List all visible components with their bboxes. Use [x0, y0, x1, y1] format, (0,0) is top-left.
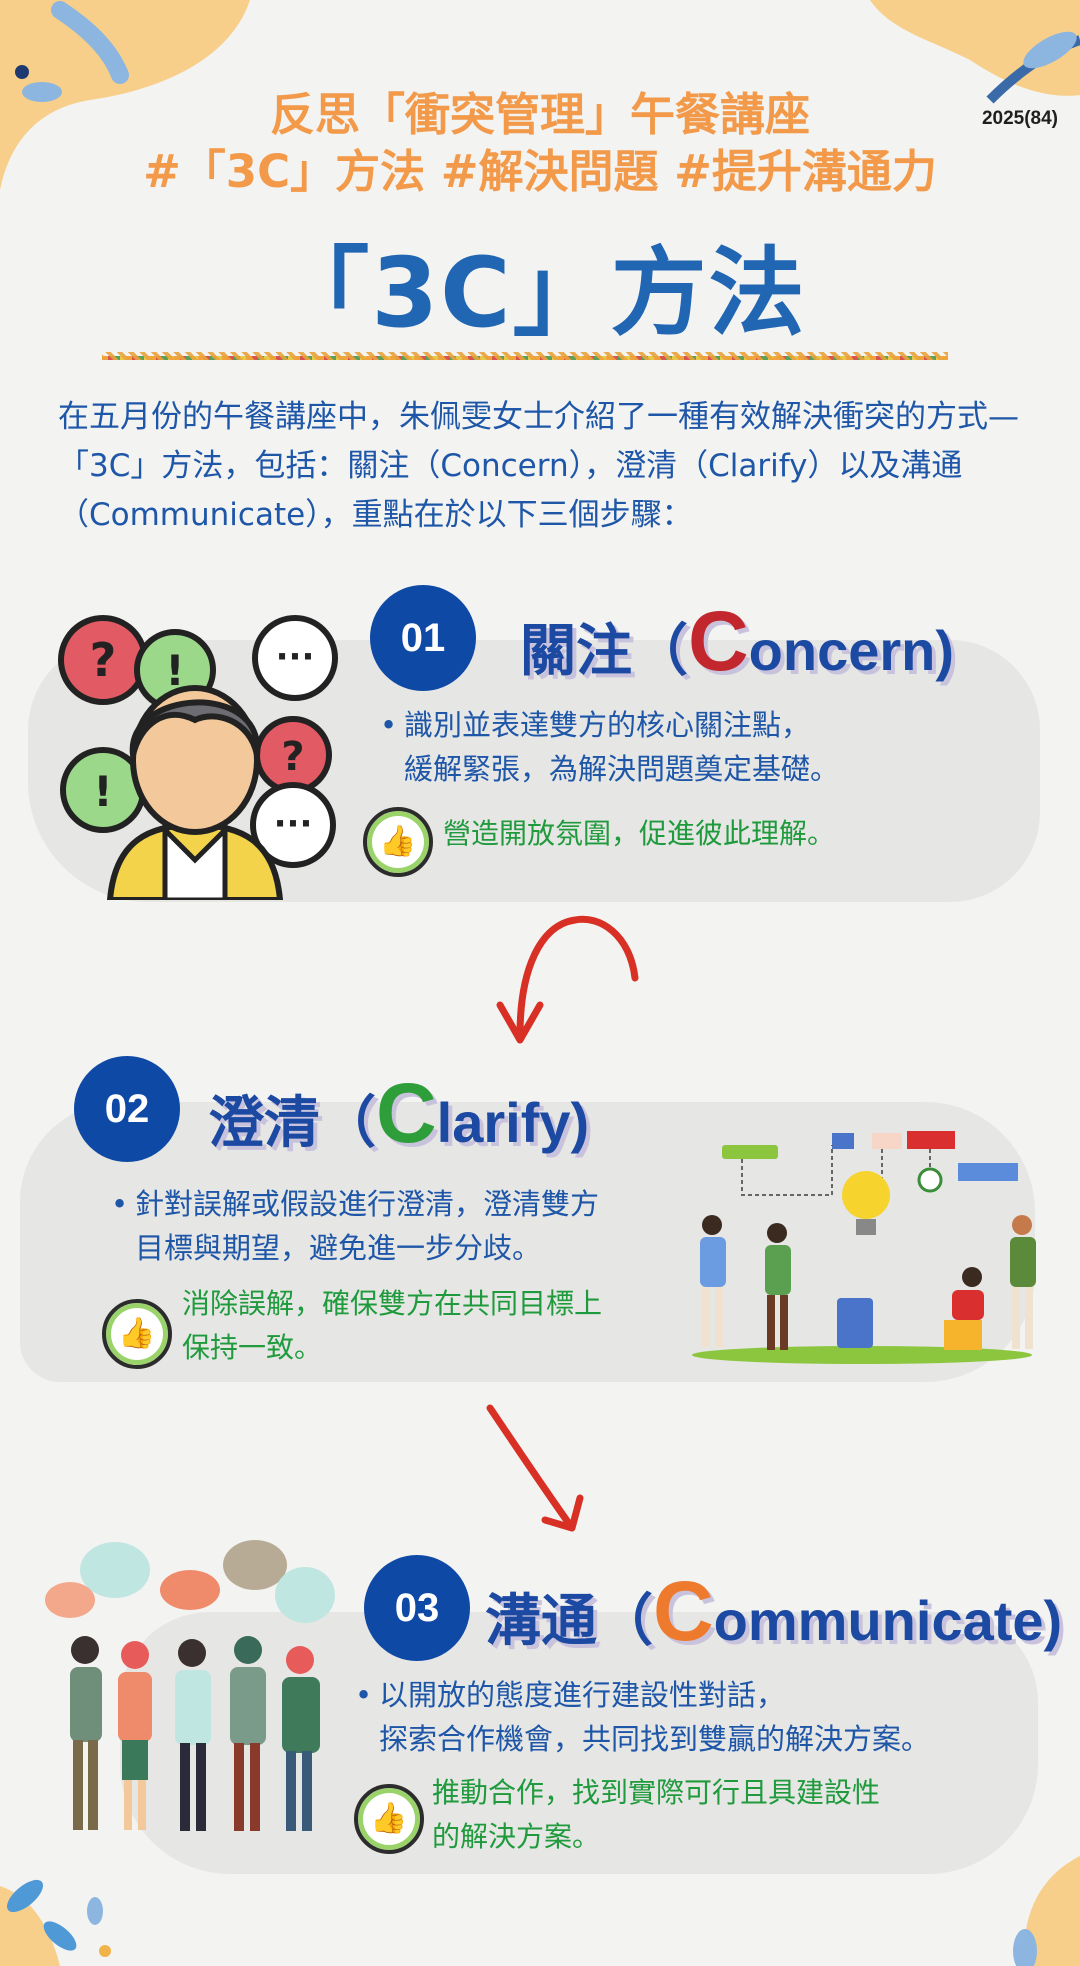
- thumbs-up-icon: 👍: [102, 1299, 172, 1369]
- step-1-tip-line-1: 營造開放氛圍，促進彼此理解。: [443, 817, 836, 850]
- step-2-title-rest: larify): [436, 1091, 590, 1154]
- step-2-title: 澄清（Clarify): [208, 1071, 590, 1159]
- bullet-dot: •: [380, 708, 398, 742]
- svg-text:!: !: [165, 646, 184, 695]
- svg-text:···: ···: [276, 637, 315, 677]
- step-1-title: 關注（Concern): [520, 599, 955, 687]
- svg-text:!: !: [93, 767, 112, 816]
- speech-bubble-icon: [80, 1542, 150, 1598]
- svg-text:···: ···: [274, 804, 313, 844]
- step-3-tip-line-1: 推動合作，找到實際可行且具建設性: [432, 1776, 881, 1809]
- intro-paragraph: 在五月份的午餐講座中，朱佩雯女士介紹了一種有效解決衝突的方式—「3C」方法，包括…: [58, 399, 1019, 533]
- step-2-tip-line-1: 消除誤解，確保雙方在共同目標上: [182, 1287, 603, 1320]
- step-1-illustration: ? ! ··· ? ! ···: [58, 615, 338, 900]
- ellipsis-bubble-icon-2: [250, 782, 336, 868]
- step-3-bullet-line-1: 以開放的態度進行建設性對話，: [379, 1678, 786, 1712]
- thumbs-up-icon: 👍: [363, 807, 433, 877]
- step-2-bullet: • 針對誤解或假設進行澄清，澄清雙方 目標與期望，避免進一步分歧。: [111, 1182, 600, 1270]
- header-line-1: 反思「衝突管理」午餐講座: [269, 88, 810, 141]
- arrow-icon: [496, 915, 639, 1044]
- step-1-bullet: • 識別並表達雙方的核心關注點， 緩解緊張，為解決問題奠定基礎。: [380, 703, 840, 791]
- step-3-tip: 推動合作，找到實際可行且具建設性 的解決方案。: [432, 1771, 880, 1859]
- step-1-title-cap: C: [688, 594, 749, 688]
- bullet-dot: •: [111, 1187, 129, 1221]
- step-2-bullet-line-2: 目標與期望，避免進一步分歧。: [135, 1231, 542, 1265]
- svg-text:?: ?: [281, 734, 304, 780]
- issue-number: 2025(84): [981, 108, 1058, 129]
- step-3-panel: [120, 1612, 1038, 1874]
- main-title: 「3C」方法: [273, 237, 807, 349]
- arrow-icon-2: [486, 1404, 584, 1532]
- step-2-bullet-line-1: 針對誤解或假設進行澄清，澄清雙方: [135, 1187, 600, 1221]
- step-3-bullet: • 以開放的態度進行建設性對話， 探索合作機會，共同找到雙贏的解決方案。: [355, 1673, 931, 1761]
- step-3-title-rest: ommunicate): [713, 1589, 1063, 1652]
- step-3-tip-line-2: 的解決方案。: [432, 1820, 601, 1853]
- corner-decoration-top-right: [870, 0, 1080, 104]
- step-2-tip: 消除誤解，確保雙方在共同目標上 保持一致。: [182, 1282, 602, 1370]
- step-2-tip-line-2: 保持一致。: [182, 1331, 323, 1364]
- corner-decoration-bottom-right: [1013, 1856, 1080, 1966]
- step-1-tip: 營造開放氛圍，促進彼此理解。: [443, 812, 835, 856]
- decorative-divider-pattern: [102, 352, 948, 360]
- step-1-number-badge: 01: [370, 585, 476, 691]
- step-1-title-rest: oncern): [748, 619, 955, 682]
- step-3-bullet-line-2: 探索合作機會，共同找到雙贏的解決方案。: [379, 1722, 931, 1756]
- step-2-number-badge: 02: [74, 1056, 180, 1162]
- step-1-bullet-line-1: 識別並表達雙方的核心關注點，: [404, 708, 811, 742]
- step-2-title-cap: C: [376, 1066, 437, 1160]
- svg-text:?: ?: [90, 633, 117, 687]
- step-3-title-zh: 溝通（: [485, 1589, 653, 1654]
- lightbulb-icon: [842, 1171, 890, 1219]
- step-1-bullet-line-2: 緩解緊張，為解決問題奠定基礎。: [404, 752, 840, 786]
- step-3-title-cap: C: [653, 1564, 714, 1658]
- step-3-title: 溝通（Communicate): [485, 1569, 1063, 1657]
- step-2-illustration: [692, 1131, 1036, 1364]
- ellipsis-bubble-icon: [252, 615, 338, 701]
- clock-icon: [917, 1167, 943, 1193]
- step-3-number-badge: 03: [364, 1555, 470, 1661]
- corner-decoration-top-left: [0, 0, 250, 190]
- header-line-2: #「3C」方法 #解決問題 #提升溝通力: [143, 145, 937, 198]
- thumbs-up-icon: 👍: [354, 1784, 424, 1854]
- step-1-title-zh: 關注（: [520, 619, 688, 684]
- step-2-title-zh: 澄清（: [208, 1091, 376, 1156]
- step-3-illustration: [45, 1540, 335, 1831]
- corner-decoration-bottom-left: [0, 1879, 111, 1966]
- bullet-dot: •: [355, 1678, 373, 1712]
